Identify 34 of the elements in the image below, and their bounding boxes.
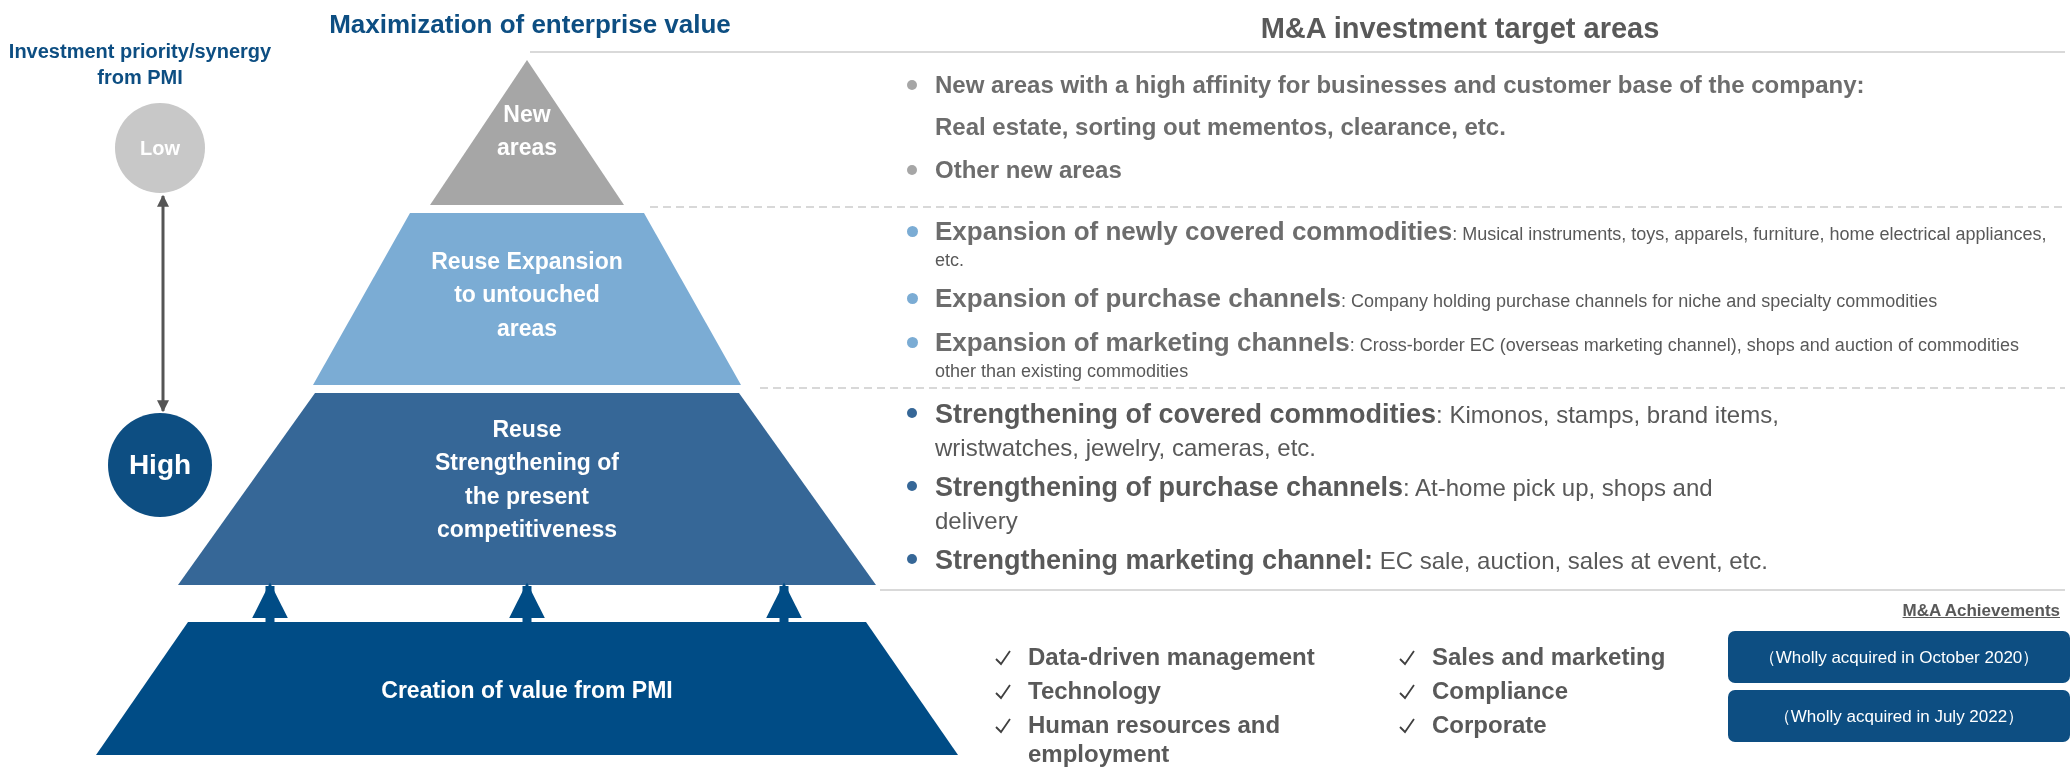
achievement-box [1728, 690, 2070, 742]
pyramid-base-layer [96, 622, 958, 755]
bullet-text: Expansion of newly covered commodities: Musical instruments, toys, apparels, furniture, home electrical appliances, etc. [935, 215, 2048, 272]
bullet-text: Other new areas [935, 155, 1122, 185]
checklist-item: Human resources and employment [1028, 711, 1282, 769]
heading: M&A investment target areas [1259, 11, 1661, 46]
arrow [766, 582, 802, 624]
achievement-note: （Wholly acquired in October 2020） [1757, 646, 2041, 669]
arrow [509, 582, 545, 624]
achievement-box [1728, 631, 2070, 683]
checklist-item: Data-driven management [1028, 643, 1315, 672]
layer-label: Creation of value from PMI [380, 676, 674, 705]
bullet-text: Strengthening of purchase channels: At-home pick up, shops and delivery [935, 471, 1714, 537]
checklist-item: Compliance [1432, 677, 1569, 706]
layer-label: Reuse Expansion to untouched areas [430, 247, 624, 343]
bullet-text: Strengthening of covered commodities: Kimonos, stamps, brand items, wristwatches, jewelry, cameras, etc. [935, 398, 1780, 464]
bullet-text: New areas with a high affinity for businesses and customer base of the company: Real estate, sorting out mementos, clearance, etc. [935, 70, 1866, 142]
checklist-item: Sales and marketing [1432, 643, 1666, 672]
bullet-text: Strengthening marketing channel: EC sale, auction, sales at event, etc. [935, 544, 1768, 577]
layer-label: New areas [495, 100, 559, 163]
layer-label: Reuse Strengthening of the present competitiveness [434, 415, 620, 545]
heading: Maximization of enterprise value [328, 8, 732, 41]
pyramid-layer [313, 213, 741, 385]
axis-title: Investment priority/synergy from PMI [7, 39, 273, 90]
checklist-item: Technology [1028, 677, 1161, 706]
bullet-text: Expansion of marketing channels: Cross-border EC (overseas marketing channel), shops and auction of commodities other than existing commodities [935, 326, 2020, 383]
section-heading: M&A Achievements [1901, 600, 2060, 622]
bullet-text: Expansion of purchase channels: Company holding purchase channels for niche and specialty commodities [935, 282, 1938, 315]
checklist-item: Corporate [1432, 711, 1547, 740]
arrow [157, 194, 169, 413]
pyramid-top-layer [430, 60, 624, 205]
level-label: High [127, 449, 193, 481]
achievement-note: （Wholly acquired in July 2022） [1772, 705, 2026, 728]
arrow [252, 582, 288, 624]
